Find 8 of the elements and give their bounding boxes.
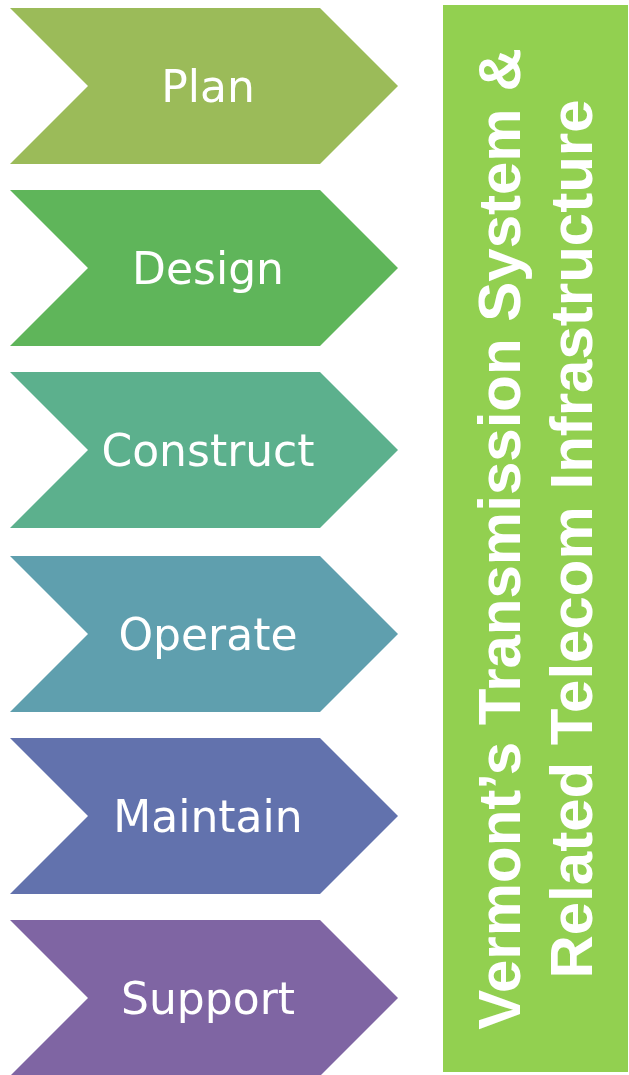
step-label: Maintain [113,790,303,842]
step-label: Design [132,242,284,294]
banner-title: Vermont’s Transmission System & Related Telecom Infrastructure [464,46,606,1032]
title-banner [443,5,628,1072]
step-label: Operate [118,608,298,660]
step-label: Plan [161,60,255,112]
step-label: Support [121,972,295,1024]
step-label: Construct [101,424,315,476]
